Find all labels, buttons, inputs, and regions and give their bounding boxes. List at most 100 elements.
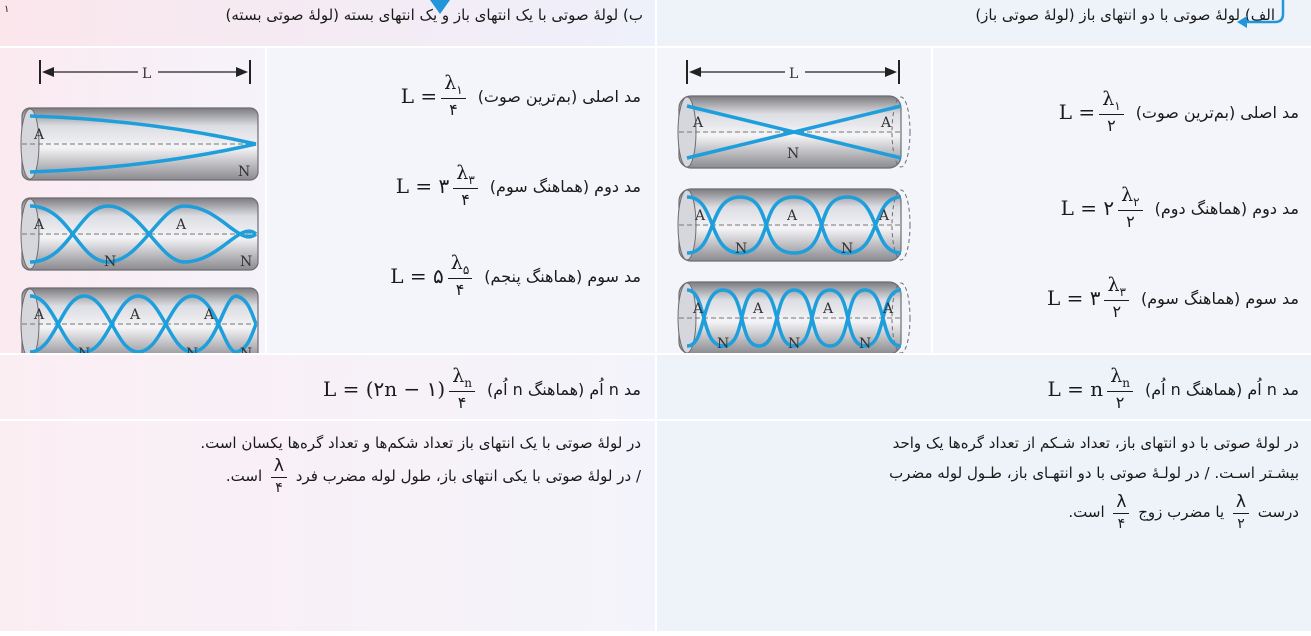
lambda: λ <box>1102 88 1115 110</box>
subscript: ۱ <box>1114 99 1121 113</box>
dimension-line <box>39 60 251 84</box>
row-divider <box>0 631 1311 633</box>
svg-text:A: A <box>129 307 141 323</box>
lambda: λ <box>1110 365 1123 387</box>
denominator: ۴ <box>457 393 467 412</box>
denominator: ۲ <box>1126 212 1135 231</box>
closed-pipe-tube-mode-1: AN <box>20 107 259 181</box>
mode-formula: L = λ۱ ۲ <box>1059 90 1128 134</box>
svg-text:A: A <box>878 208 890 224</box>
note-line: بیشـتر اسـت. / در لولـهٔ صوتی با دو انته… <box>889 464 1299 482</box>
formula-lhs: L = <box>400 84 438 108</box>
svg-text:N: N <box>240 346 252 353</box>
denominator: ۴ <box>461 190 470 209</box>
svg-text:N: N <box>859 336 871 352</box>
formula-lhs: L = <box>395 174 433 198</box>
mode-label: مد اصلی (بم‌ترین صوت) <box>477 86 641 106</box>
dimension-line <box>686 60 900 84</box>
closed-pipe-header: ب) لولهٔ صوتی با یک انتهای باز و یک انته… <box>0 0 655 46</box>
note-text: یا مضرب زوج <box>1138 503 1225 521</box>
denominator: ۴ <box>275 480 283 496</box>
svg-text:A: A <box>175 217 187 233</box>
note-line: در لولهٔ صوتی با یک انتهای باز تعداد شکم… <box>200 434 641 452</box>
note-line: در لولهٔ صوتی با دو انتهای باز، تعداد شـ… <box>892 434 1299 452</box>
subscript: ۳ <box>468 173 475 187</box>
svg-text:A: A <box>880 115 892 131</box>
lambda: λ <box>1107 274 1120 296</box>
coefficient: ۳ <box>1089 286 1101 310</box>
footnote-mark: ۱ <box>4 4 10 15</box>
closed-pipe-note-cell <box>0 421 655 631</box>
subscript: ۵ <box>462 263 470 277</box>
mode-label: مد دوم (هماهنگ سوم) <box>489 176 641 196</box>
dimension-label: L <box>142 66 151 82</box>
closed-pipe-tube-mode-3: AAA NNN <box>20 287 259 353</box>
denominator: ۲ <box>1112 302 1122 321</box>
open-pipe-note: در لولهٔ صوتی با دو انتهای باز، تعداد شـ… <box>659 428 1299 531</box>
svg-text:A: A <box>33 127 45 143</box>
svg-text:A: A <box>694 208 706 224</box>
row-divider <box>0 46 1311 48</box>
svg-text:A: A <box>786 208 798 224</box>
formula-lhs: L = <box>1060 196 1098 220</box>
open-pipe-general-cell <box>657 355 1311 419</box>
closed-pipe-note: در لولهٔ صوتی با یک انتهای باز تعداد شکم… <box>1 428 641 495</box>
svg-text:A: A <box>882 301 894 317</box>
lambda: λ <box>1121 184 1134 206</box>
coefficient: ۵ <box>433 264 444 288</box>
svg-text:N: N <box>238 164 250 180</box>
note-text: / در لولهٔ صوتی با یکی انتهای باز، طول ل… <box>295 467 641 485</box>
coefficient: ۳ <box>438 174 450 198</box>
open-pipe-note-cell <box>657 421 1311 631</box>
dimension-label: L <box>789 66 798 82</box>
svg-text:A: A <box>33 217 45 233</box>
formula-lhs: L = (۲n − ۱) <box>322 377 446 401</box>
tab-pointer-icon <box>430 0 450 14</box>
general-label: مد n اُم (هماهنگ n اُم) <box>486 379 641 399</box>
svg-text:N: N <box>186 346 198 353</box>
row-divider <box>0 353 1311 355</box>
note-text: است. <box>1068 503 1105 521</box>
open-pipe-header: الف) لولهٔ صوتی با دو انتهای باز (لولهٔ … <box>657 0 1311 46</box>
note-text: درست <box>1257 503 1299 521</box>
lambda: λ <box>452 365 465 387</box>
denominator: ۴ <box>1117 516 1126 532</box>
svg-text:A: A <box>692 301 704 317</box>
formula-lhs: L = <box>1058 100 1096 124</box>
open-pipe-title: الف) لولهٔ صوتی با دو انتهای باز (لولهٔ … <box>975 6 1275 24</box>
note-text: است. <box>225 467 263 485</box>
svg-text:N: N <box>788 336 800 352</box>
column-divider <box>931 48 933 353</box>
svg-text:N: N <box>841 241 853 257</box>
column-divider <box>655 0 657 636</box>
note-line: / در لولهٔ صوتی با یکی انتهای باز، طول ل… <box>1 458 641 496</box>
closed-pipe-general-cell <box>0 355 655 419</box>
denominator: ۲ <box>1107 116 1116 135</box>
denominator: ۲ <box>1115 393 1125 412</box>
corner-arrow-icon <box>1237 0 1285 28</box>
